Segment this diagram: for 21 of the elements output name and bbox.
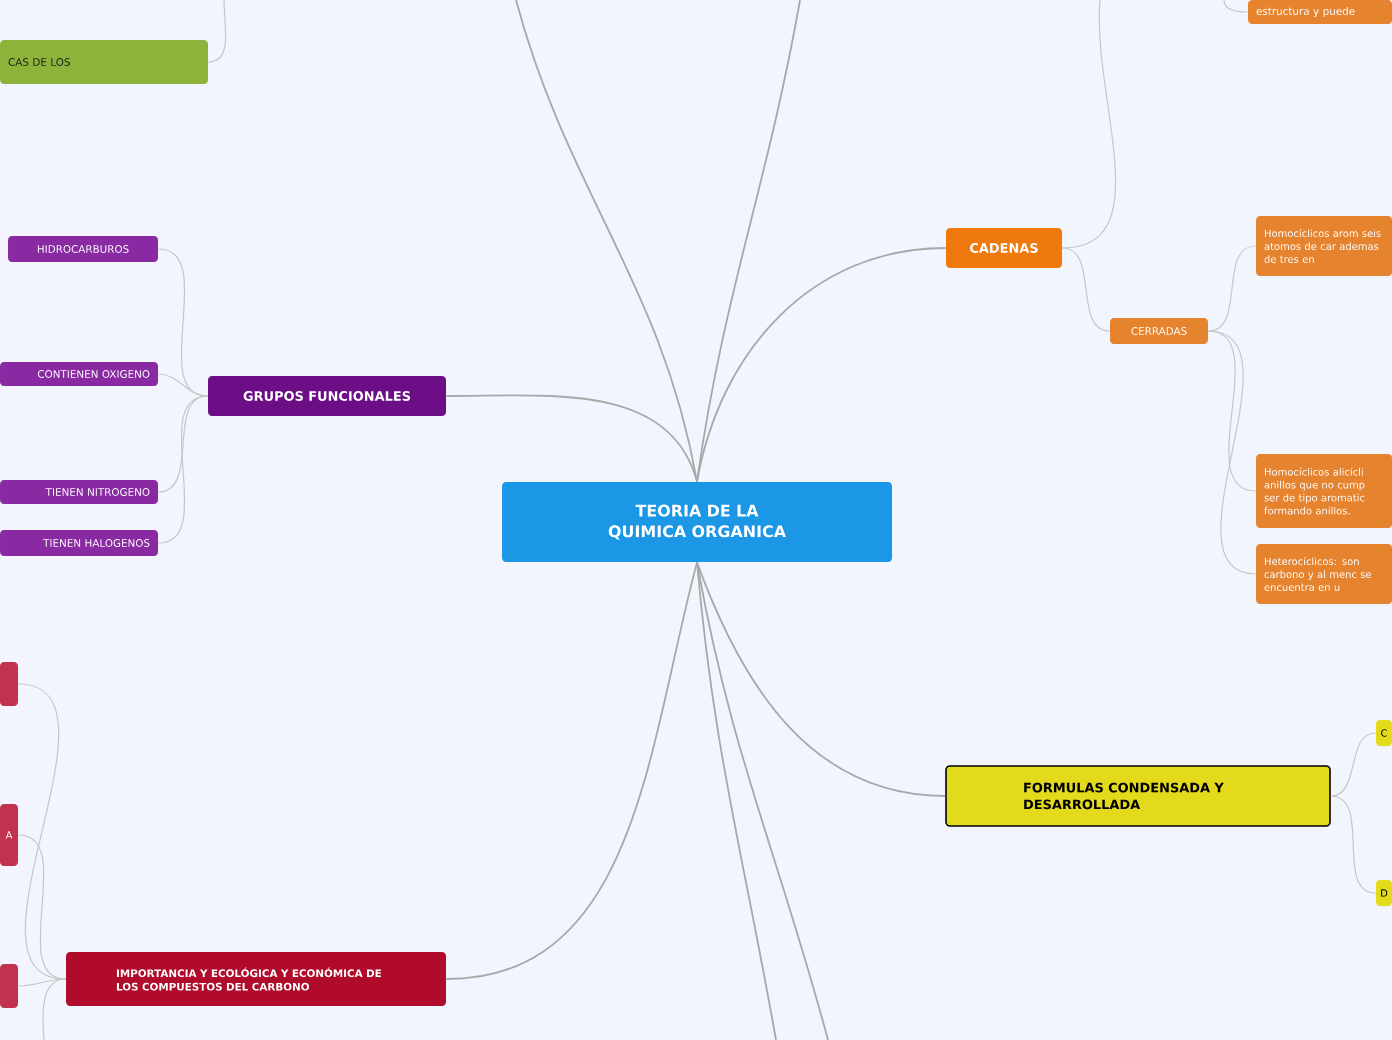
connector-line	[445, 561, 698, 980]
connector-line	[17, 978, 67, 987]
connector-line	[445, 394, 698, 483]
connector-line	[696, 247, 947, 483]
connector-line	[207, 0, 227, 63]
connector-line	[157, 373, 209, 397]
connector-line	[1207, 330, 1257, 575]
connector-line	[42, 978, 67, 1040]
subtopic-box	[0, 964, 18, 1008]
connector-line	[696, 561, 829, 1040]
connector-line	[1061, 247, 1111, 332]
connector-line	[1207, 245, 1257, 332]
connector-line	[1061, 0, 1117, 249]
connector-line	[17, 834, 67, 980]
connector-line	[696, 561, 777, 1040]
subtopic-box	[0, 662, 18, 706]
connector-line	[696, 0, 801, 483]
connector-line	[157, 395, 209, 544]
connector-line	[696, 561, 947, 797]
connector-line	[515, 0, 698, 483]
connector-line	[1223, 0, 1249, 13]
